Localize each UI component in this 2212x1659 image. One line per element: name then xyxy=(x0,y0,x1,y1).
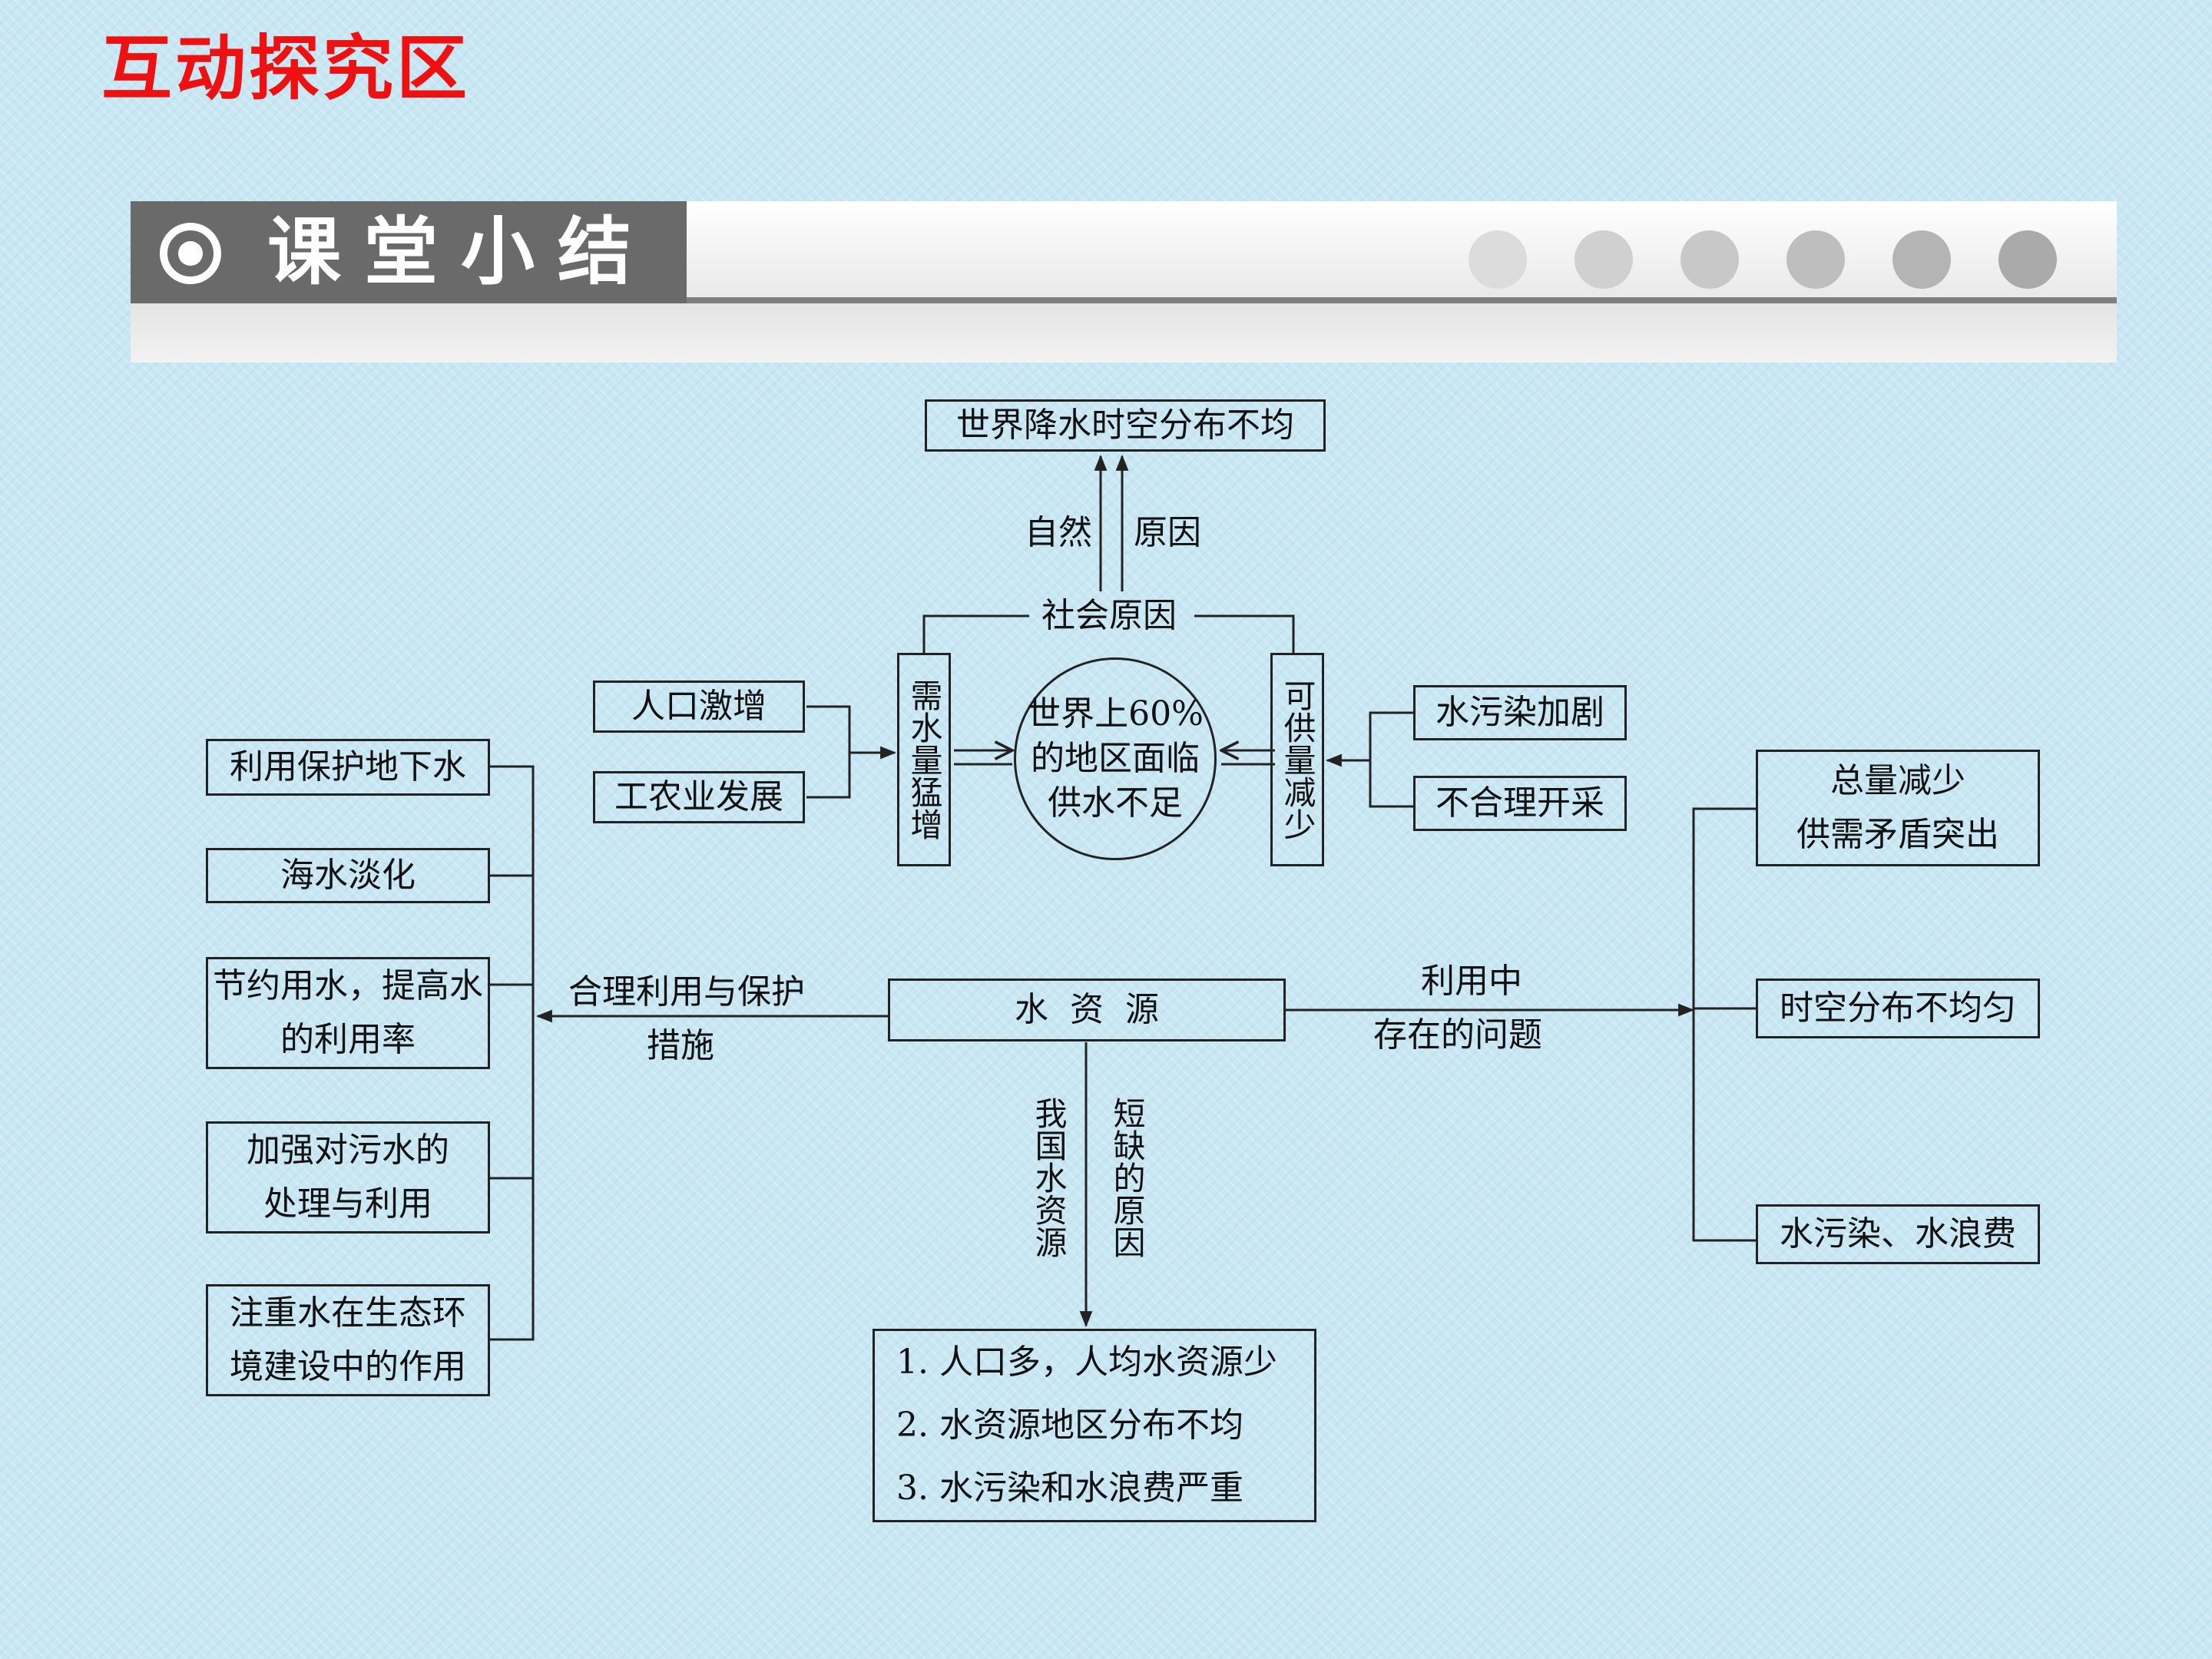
list-item: 3. 水污染和水浪费严重 xyxy=(896,1469,1243,1508)
center-circle: 世界上60% 的地区面临 供水不足 xyxy=(1014,657,1217,860)
problems-label-line2: 存在的问题 xyxy=(1373,1015,1542,1055)
measure-box: 利用保护地下水 xyxy=(206,739,490,796)
banner-shadow xyxy=(131,303,2117,363)
measure-box: 海水淡化 xyxy=(206,848,490,903)
problem-box: 时空分布不均匀 xyxy=(1756,979,2040,1038)
cause-box-population: 人口激增 xyxy=(593,680,805,733)
problems-label: 利用中 xyxy=(1421,962,1522,1001)
supply-decrease-box: 可供量减少 xyxy=(1270,653,1324,866)
decor-dot-icon xyxy=(1469,230,1527,289)
reason-label: 原因 xyxy=(1134,513,1201,552)
natural-label: 自然 xyxy=(1025,513,1092,552)
decor-dot-icon xyxy=(1998,230,2057,289)
decor-dot-icon xyxy=(1575,230,1633,289)
china-shortage-label-left: 我国水资源 xyxy=(1030,1097,1068,1258)
measures-label: 合理利用与保护 xyxy=(568,972,805,1012)
decor-dot-icon xyxy=(1892,230,1951,289)
decor-dot-icon xyxy=(1681,230,1739,289)
cause-box-overexploitation: 不合理开采 xyxy=(1413,776,1627,831)
social-reason-label: 社会原因 xyxy=(1041,596,1177,635)
radio-bullet-icon xyxy=(160,223,221,284)
cause-box-industry: 工农业发展 xyxy=(593,771,805,823)
measures-label-line2: 措施 xyxy=(647,1026,714,1065)
measure-box: 注重水在生态环 境建设中的作用 xyxy=(206,1284,490,1396)
problem-box: 总量减少 供需矛盾突出 xyxy=(1756,750,2040,866)
china-reasons-box: 1. 人口多，人均水资源少 2. 水资源地区分布不均 3. 水污染和水浪费严重 xyxy=(873,1329,1316,1522)
natural-cause-box: 世界降水时空分布不均 xyxy=(925,399,1326,452)
section-title: 课堂小结 xyxy=(267,209,654,295)
decor-dot-icon xyxy=(1786,230,1845,289)
china-shortage-label-right: 短缺的原因 xyxy=(1108,1097,1146,1258)
measure-box: 加强对污水的 处理与利用 xyxy=(206,1121,490,1233)
page-title: 互动探究区 xyxy=(101,28,471,110)
demand-increase-box: 需水量猛增 xyxy=(897,653,951,866)
section-header xyxy=(131,201,687,303)
cause-box-pollution: 水污染加剧 xyxy=(1413,685,1627,740)
list-item: 1. 人口多，人均水资源少 xyxy=(896,1343,1277,1382)
problem-box: 水污染、水浪费 xyxy=(1756,1204,2040,1264)
water-resource-box: 水 资 源 xyxy=(888,979,1286,1041)
list-item: 2. 水资源地区分布不均 xyxy=(896,1406,1243,1445)
measure-box: 节约用水，提高水 的利用率 xyxy=(206,957,490,1069)
